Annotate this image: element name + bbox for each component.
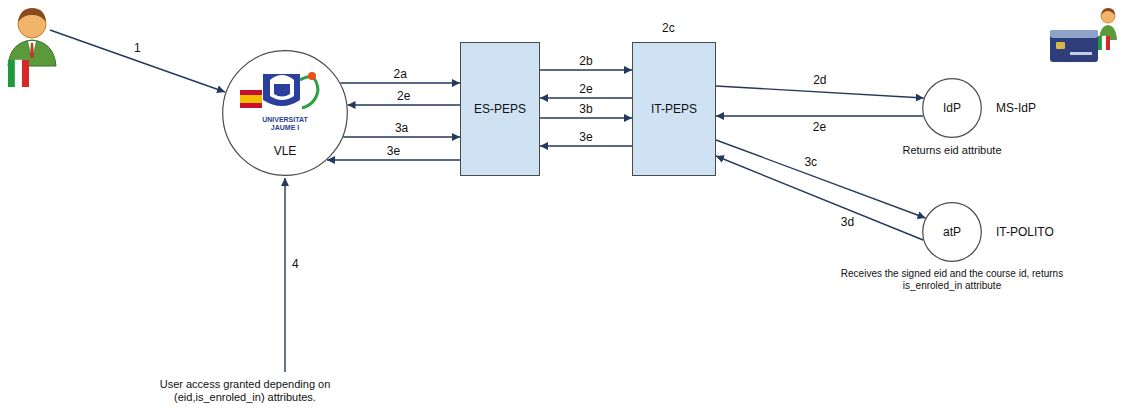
circle-outline [223,51,348,176]
user-arrow [50,30,225,92]
node-title: VLE [222,144,348,158]
step-label: 2e [577,83,594,96]
step-label: 3e [385,145,402,158]
callout-number: 4 [292,257,299,271]
step-label: 2e [395,90,412,103]
user-icon [8,8,56,87]
step-label: 3c [802,156,819,169]
process-box: IT-PEPS [632,42,716,176]
callout-number: 2c [662,21,675,35]
flow-arrow [343,136,460,137]
logo-text: UNIVERSITAT JAUME I [252,116,318,132]
callout-number: 1 [134,41,141,55]
process-box: ES-PEPS [460,42,540,176]
node-title: IdP [922,101,982,115]
circle-outline [923,203,982,262]
step-label: 2d [811,74,828,87]
step-label: 3a [393,122,410,135]
flow-arrow [327,159,460,160]
circle-node: atPIT-POLITOReceives the signed eid and … [922,202,982,262]
node-note: Receives the signed eid and the course i… [822,268,1082,292]
circle-node: UNIVERSITAT JAUME I VLE [222,50,348,176]
step-label: 2a [392,68,409,81]
flow-arrow [716,156,923,240]
flow-arrow [348,104,461,105]
step-label: 2e [811,121,828,134]
flow-arrow [716,86,924,98]
node-name: MS-IdP [996,101,1036,115]
node-title: ES-PEPS [474,102,526,116]
step-label: 3d [839,216,856,229]
node-title: IT-PEPS [651,102,697,116]
flow-arrow [540,117,632,118]
node-name: IT-POLITO [996,225,1054,239]
node-title: atP [922,225,982,239]
flow-arrow [540,145,632,146]
flow-arrow [716,140,926,218]
circle-outline [923,79,982,138]
step-label: 3e [577,131,594,144]
flow-arrow [716,115,923,116]
university-logo [240,72,318,108]
step-label: 2b [577,55,594,68]
node-note: Returns eid attribute [872,144,1032,157]
step-label: 3b [577,103,594,116]
note-text: User access granted depending on (eid,is… [145,378,345,404]
smart-card [1050,30,1098,62]
flow-arrow [540,97,632,98]
flow-arrow [540,69,632,70]
user-icon [1098,8,1117,50]
access-arrow [284,178,285,372]
circle-node: IdPReturns eid attributeMS-IdP [922,78,982,138]
flow-arrow [340,82,460,83]
